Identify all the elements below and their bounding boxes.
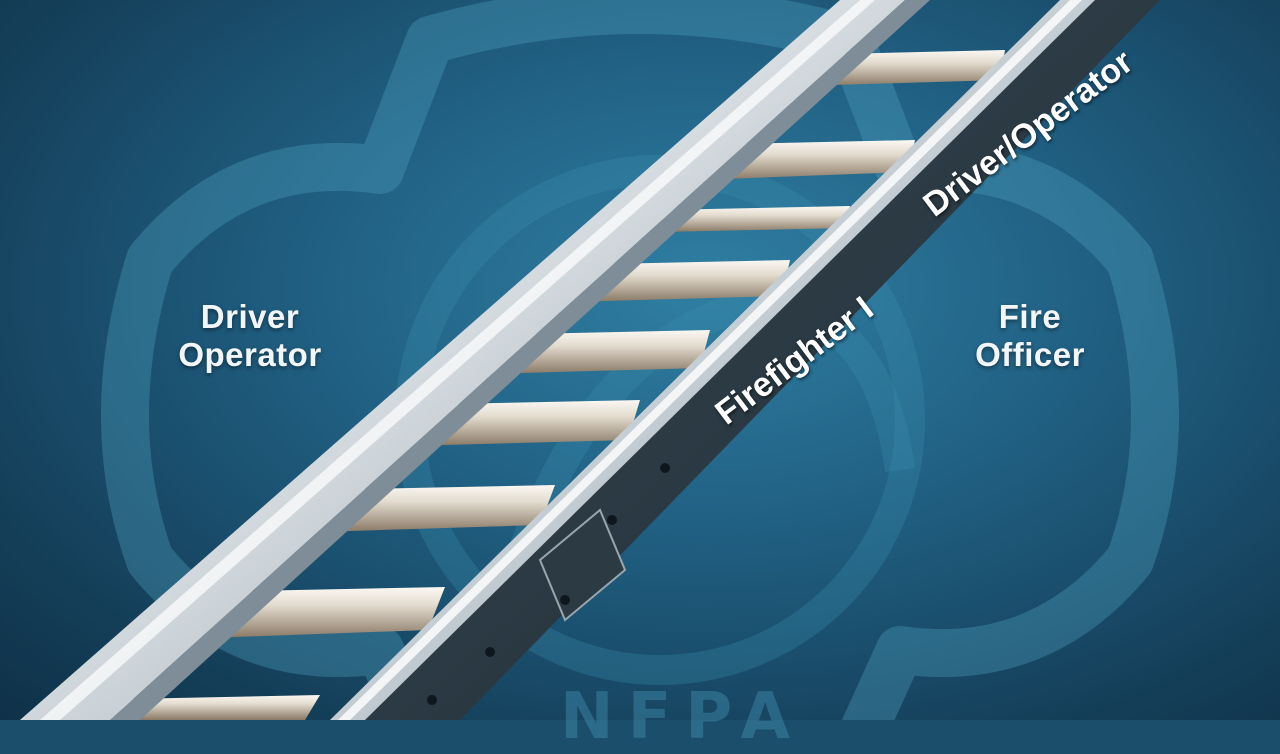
label-left-line-2: Operator xyxy=(178,336,322,373)
label-left-line-1: Driver xyxy=(200,298,300,335)
label-driver-operator: Driver Operator xyxy=(165,298,335,374)
watermark-text: NFPA xyxy=(560,680,804,754)
ladder-illustration xyxy=(20,0,1179,720)
label-fire-officer: Fire Officer xyxy=(950,298,1110,374)
ladder-right-rail xyxy=(330,0,1160,720)
label-right-line-1: Fire xyxy=(998,298,1062,335)
label-right-line-2: Officer xyxy=(975,336,1085,373)
ladder-left-rail xyxy=(20,0,930,720)
ladder-hinge-bracket xyxy=(427,463,670,705)
